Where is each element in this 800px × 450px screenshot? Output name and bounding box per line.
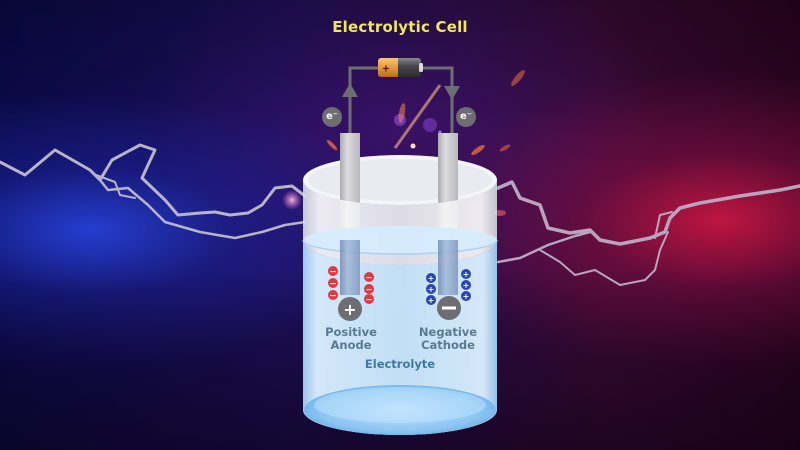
svg-text:−: − <box>329 280 337 290</box>
anode-sign-circle <box>338 297 362 321</box>
svg-text:+: + <box>382 64 390 75</box>
svg-text:−: − <box>329 292 337 302</box>
cathode-label-line2: Cathode <box>421 338 475 352</box>
arrow-down-icon <box>444 86 460 100</box>
svg-text:+: + <box>463 292 470 301</box>
svg-text:−: − <box>329 268 337 278</box>
electron-badge-left: e⁻ <box>322 107 342 127</box>
svg-text:−: − <box>365 296 373 306</box>
battery-icon: + <box>378 58 423 77</box>
anode-label-line2: Anode <box>330 338 372 352</box>
arrow-up-icon <box>342 83 358 97</box>
cathode-ions: + + + + + + <box>426 269 471 305</box>
lightning-right <box>496 180 800 286</box>
cathode-label-line1: Negative <box>418 325 478 339</box>
svg-text:+: + <box>428 285 435 294</box>
lightning-left <box>0 143 307 240</box>
circuit-wire <box>348 66 454 148</box>
svg-text:+: + <box>428 296 435 305</box>
anode-label: Positive Anode <box>315 326 387 352</box>
electron-badge-right: e⁻ <box>456 107 476 127</box>
svg-text:+: + <box>463 270 470 279</box>
anode-ions: − − − − − − <box>328 266 374 306</box>
cathode-label: Negative Cathode <box>410 326 486 352</box>
anode-plus-icon: + <box>343 300 356 319</box>
anode-label-line1: Positive <box>325 325 377 339</box>
electrolyte-label: Electrolyte <box>364 357 436 371</box>
svg-text:+: + <box>428 274 435 283</box>
svg-text:−: − <box>365 274 373 284</box>
svg-text:−: − <box>365 286 373 296</box>
spark-particles <box>282 70 525 216</box>
svg-text:+: + <box>463 281 470 290</box>
cathode-minus-icon <box>442 306 456 310</box>
beaker-bottom <box>304 385 496 435</box>
diagram-title: Electrolytic Cell <box>332 18 468 36</box>
